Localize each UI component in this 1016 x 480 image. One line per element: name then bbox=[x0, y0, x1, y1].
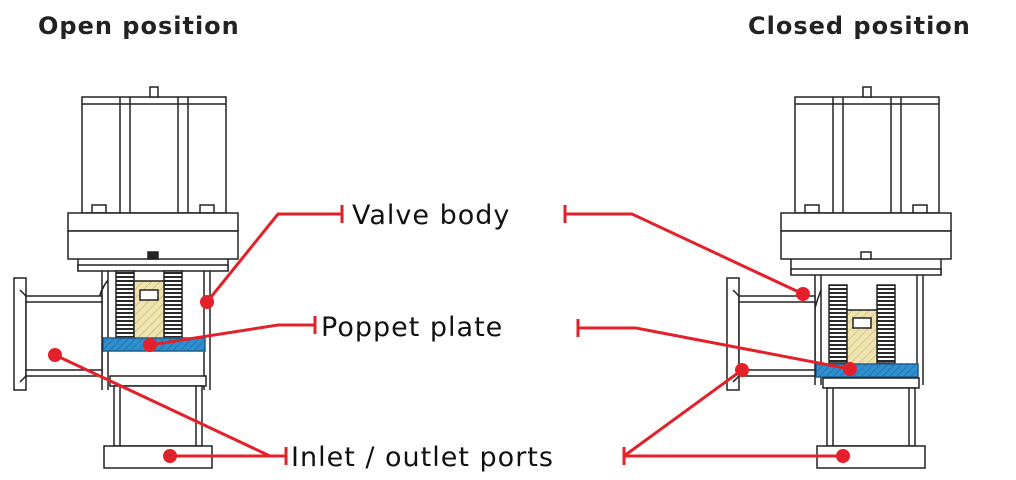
ports-leader-right-side bbox=[623, 368, 743, 458]
ports-leader-left-side bbox=[54, 353, 271, 458]
valve-body-leader-right bbox=[565, 212, 804, 296]
closed-position-title: Closed position bbox=[748, 12, 971, 40]
open-bottom-tube bbox=[113, 385, 203, 447]
closed-bonnet bbox=[780, 212, 952, 232]
port-dot-left-bottom bbox=[163, 449, 177, 463]
ports-label: Inlet / outlet ports bbox=[291, 442, 554, 473]
closed-spring-right bbox=[876, 284, 896, 364]
valve-body-dot-left bbox=[200, 295, 214, 309]
closed-bottom-tube bbox=[826, 387, 916, 447]
poppet-plate-label: Poppet plate bbox=[321, 312, 503, 343]
port-dot-right-bottom bbox=[836, 449, 850, 463]
closed-actuator-housing bbox=[794, 96, 940, 214]
valve-body-dot-right bbox=[796, 287, 810, 301]
open-valve-drawing bbox=[13, 86, 239, 469]
port-dot-left-side bbox=[48, 348, 62, 362]
leader-lines bbox=[54, 205, 851, 465]
valve-body-leader-left bbox=[205, 212, 342, 303]
leader-dots bbox=[48, 287, 857, 463]
open-actuator-housing bbox=[81, 96, 227, 214]
poppet-plate-dot-left bbox=[143, 338, 157, 352]
closed-valve-drawing bbox=[726, 86, 952, 469]
closed-spring-left bbox=[828, 284, 848, 364]
open-position-title: Open position bbox=[38, 12, 240, 40]
valve-body-label: Valve body bbox=[352, 200, 510, 231]
port-dot-right-side bbox=[735, 363, 749, 377]
poppet-plate-leader-left bbox=[149, 323, 315, 347]
open-spring-left bbox=[115, 270, 135, 342]
open-bonnet bbox=[67, 212, 239, 232]
poppet-plate-leader-right bbox=[578, 326, 851, 371]
poppet-plate-dot-right bbox=[843, 362, 857, 376]
open-spring-right bbox=[163, 270, 183, 342]
